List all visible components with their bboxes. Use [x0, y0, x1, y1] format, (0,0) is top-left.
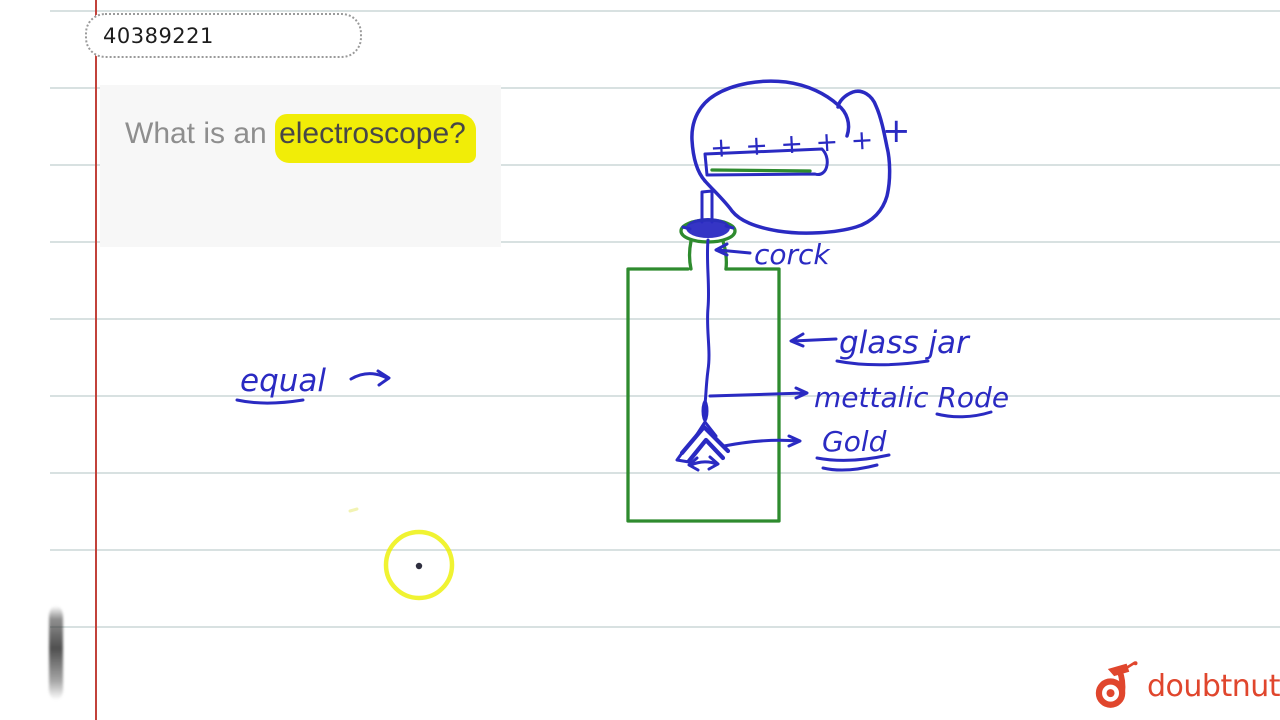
red-margin-line	[95, 0, 97, 720]
question-id: 40389221	[103, 23, 214, 48]
doubtnut-icon-dot	[1106, 689, 1115, 698]
cap-tassel-end	[1133, 661, 1138, 666]
doubtnut-icon	[1095, 661, 1138, 708]
question-card: What is an electroscope?	[100, 85, 501, 247]
question-prefix: What is an	[125, 117, 276, 150]
graduation-cap-icon	[1107, 663, 1130, 677]
doubtnut-watermark: doubtnut	[1090, 658, 1280, 714]
question-text: What is an electroscope?	[125, 111, 476, 163]
question-highlighted-word: electroscope?	[275, 114, 476, 163]
doubtnut-wordmark: doubtnut	[1147, 668, 1280, 704]
question-id-box: 40389221	[85, 13, 362, 58]
page-edge-smudge	[49, 606, 63, 700]
cap-tassel	[1126, 661, 1136, 669]
